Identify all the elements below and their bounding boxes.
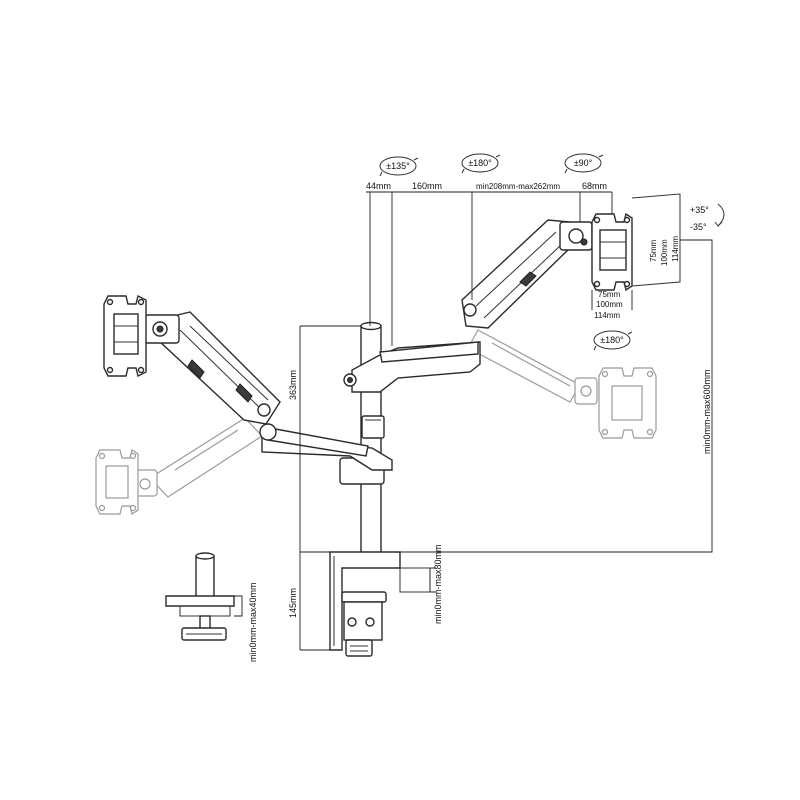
left-lower-arm (259, 423, 393, 471)
vesa-100-vertical: 100mm (660, 239, 669, 266)
rotation-label-base: ±135° (386, 161, 410, 171)
tilt-down-label: -35° (690, 222, 707, 232)
desk-clamp (329, 551, 431, 657)
vesa-114-horizontal: 114mm (594, 311, 620, 320)
rotation-badge-mid: ±180° (461, 153, 501, 174)
vesa-114-vertical: 114mm (671, 236, 680, 262)
pole-height-label: 363mm (288, 370, 298, 400)
grommet-dimension (234, 595, 243, 617)
rotation-label-mid: ±180° (468, 158, 492, 168)
rotation-label-head: ±90° (574, 158, 593, 168)
ghost-left-arm (132, 417, 263, 498)
dimension-160mm: 160mm (412, 181, 442, 191)
height-range-label: min0mm-max600mm (702, 369, 712, 454)
grommet-mount (165, 552, 235, 641)
right-lower-arm (343, 341, 481, 393)
clamp-height-label: 145mm (288, 588, 298, 618)
right-monitor-plate (591, 212, 633, 292)
desk-thickness-label: min0mm-max80mm (433, 544, 443, 624)
dimension-arm-range: min208mm-max262mm (476, 182, 560, 191)
grommet-thickness-label: min0mm-max40mm (248, 582, 258, 662)
right-gas-arm (461, 219, 575, 329)
dimension-44mm: 44mm (366, 181, 391, 191)
height-range-dimension (400, 239, 713, 553)
left-monitor-plate (103, 294, 147, 378)
rotation-badge-base: ±135° (379, 156, 419, 177)
rotation-badge-head: ±90° (564, 153, 604, 174)
left-tilt-head (144, 314, 180, 344)
right-tilt-head (559, 221, 593, 251)
vesa-75-horizontal: 75mm (598, 290, 621, 299)
desk-thickness-dimension (429, 567, 436, 593)
tilt-indicator: +35° -35° (690, 203, 725, 232)
ghost-right-arm (467, 329, 598, 405)
pole-height-dimension (299, 325, 361, 651)
ghost-right-monitor-plate (598, 367, 657, 439)
vesa-100-horizontal: 100mm (596, 300, 623, 309)
rotation-badge-bottom: ±180° (593, 330, 633, 351)
top-dimension-lines (366, 191, 613, 346)
tilt-up-label: +35° (690, 205, 709, 215)
vesa-75-vertical: 75mm (649, 239, 658, 262)
dimension-68mm: 68mm (582, 181, 607, 191)
left-gas-arm (157, 311, 281, 425)
ghost-left-monitor-plate (95, 449, 139, 515)
vesa-frame (591, 193, 681, 310)
rotation-label-bottom: ±180° (600, 335, 624, 345)
